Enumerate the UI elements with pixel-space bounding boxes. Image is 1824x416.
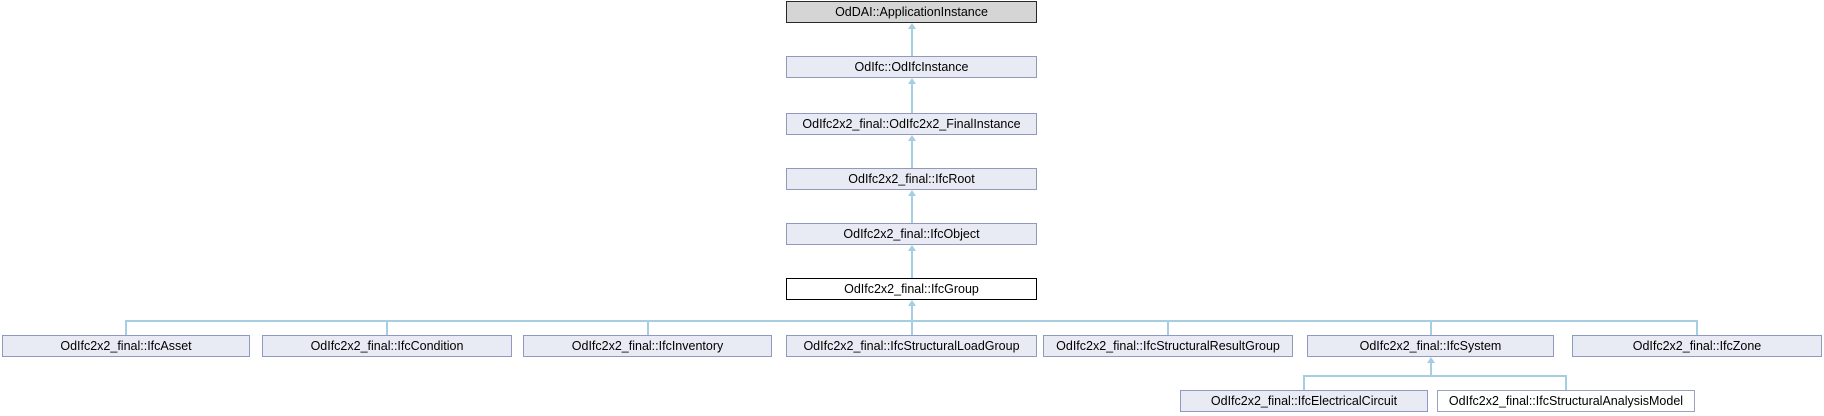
class-node-ifc-root[interactable]: OdIfc2x2_final::IfcRoot — [786, 168, 1037, 190]
class-node-ifc-zone[interactable]: OdIfc2x2_final::IfcZone — [1572, 335, 1822, 357]
class-node-label: OdIfc2x2_final::IfcCondition — [310, 338, 464, 353]
class-node-label: OdIfc2x2_final::IfcElectricalCircuit — [1210, 393, 1398, 408]
inheritance-arrow-icon — [907, 245, 916, 251]
class-node-ifc-system[interactable]: OdIfc2x2_final::IfcSystem — [1307, 335, 1554, 357]
class-node-label: OdIfc2x2_final::IfcAsset — [60, 338, 192, 353]
inheritance-edge-segment — [1429, 320, 1432, 335]
class-node-ifc-condition[interactable]: OdIfc2x2_final::IfcCondition — [262, 335, 512, 357]
inheritance-edge-segment — [1429, 362, 1432, 377]
inheritance-edge-segment — [910, 305, 913, 322]
class-node-label: OdIfc2x2_final::IfcStructuralAnalysisMod… — [1448, 393, 1684, 408]
class-node-label: OdIfc2x2_final::IfcStructuralLoadGroup — [803, 338, 1020, 353]
class-node-label: OdDAI::ApplicationInstance — [835, 4, 988, 19]
inheritance-edge-segment — [646, 320, 649, 335]
class-node-label: OdIfc2x2_final::IfcObject — [843, 226, 980, 241]
class-node-label: OdIfc2x2_final::IfcRoot — [848, 171, 975, 186]
inheritance-edge-segment — [386, 320, 388, 335]
inheritance-edge-segment — [910, 28, 913, 56]
inheritance-edge-segment — [1303, 375, 1305, 390]
inheritance-arrow-icon — [907, 190, 916, 196]
class-node-label: OdIfc2x2_final::IfcSystem — [1359, 338, 1502, 353]
class-node-ifc-group: OdIfc2x2_final::IfcGroup — [786, 278, 1037, 300]
inheritance-edge-segment — [910, 140, 913, 168]
inheritance-edge-segment — [1696, 320, 1698, 335]
class-node-ifc-structural-result-group[interactable]: OdIfc2x2_final::IfcStructuralResultGroup — [1043, 335, 1293, 357]
class-node-odifc-instance[interactable]: OdIfc::OdIfcInstance — [786, 56, 1037, 78]
class-node-ifc-structural-analysis-model[interactable]: OdIfc2x2_final::IfcStructuralAnalysisMod… — [1437, 390, 1695, 412]
class-node-label: OdIfc2x2_final::IfcInventory — [571, 338, 724, 353]
class-node-ifc-asset[interactable]: OdIfc2x2_final::IfcAsset — [2, 335, 250, 357]
class-node-ifc-structural-load-group[interactable]: OdIfc2x2_final::IfcStructuralLoadGroup — [786, 335, 1037, 357]
inheritance-edge-segment — [1303, 375, 1567, 377]
class-node-label: OdIfc2x2_final::OdIfc2x2_FinalInstance — [802, 116, 1021, 131]
class-node-label: OdIfc2x2_final::IfcGroup — [844, 281, 979, 296]
inheritance-edge-segment — [910, 83, 913, 113]
class-node-label: OdIfc2x2_final::IfcStructuralResultGroup — [1056, 338, 1280, 353]
inheritance-edge-segment — [1565, 375, 1567, 390]
inheritance-arrow-icon — [907, 78, 916, 84]
inheritance-edge-segment — [910, 320, 913, 335]
class-node-ifc-electrical-circuit[interactable]: OdIfc2x2_final::IfcElectricalCircuit — [1180, 390, 1428, 412]
inheritance-edge-segment — [125, 320, 127, 335]
inheritance-edge-segment — [910, 195, 913, 223]
inheritance-arrow-icon — [907, 135, 916, 141]
class-node-odifc2x2-final-instance[interactable]: OdIfc2x2_final::OdIfc2x2_FinalInstance — [786, 113, 1037, 135]
inheritance-arrow-icon — [1426, 357, 1435, 363]
class-node-label: OdIfc2x2_final::IfcZone — [1632, 338, 1762, 353]
class-node-ifc-inventory[interactable]: OdIfc2x2_final::IfcInventory — [523, 335, 772, 357]
class-node-ifc-object[interactable]: OdIfc2x2_final::IfcObject — [786, 223, 1037, 245]
inheritance-arrow-icon — [907, 300, 916, 306]
class-node-application-instance: OdDAI::ApplicationInstance — [786, 1, 1037, 23]
class-node-label: OdIfc::OdIfcInstance — [854, 59, 969, 74]
inheritance-edge-segment — [1167, 320, 1169, 335]
inheritance-edge-segment — [910, 250, 913, 278]
inheritance-arrow-icon — [907, 23, 916, 29]
